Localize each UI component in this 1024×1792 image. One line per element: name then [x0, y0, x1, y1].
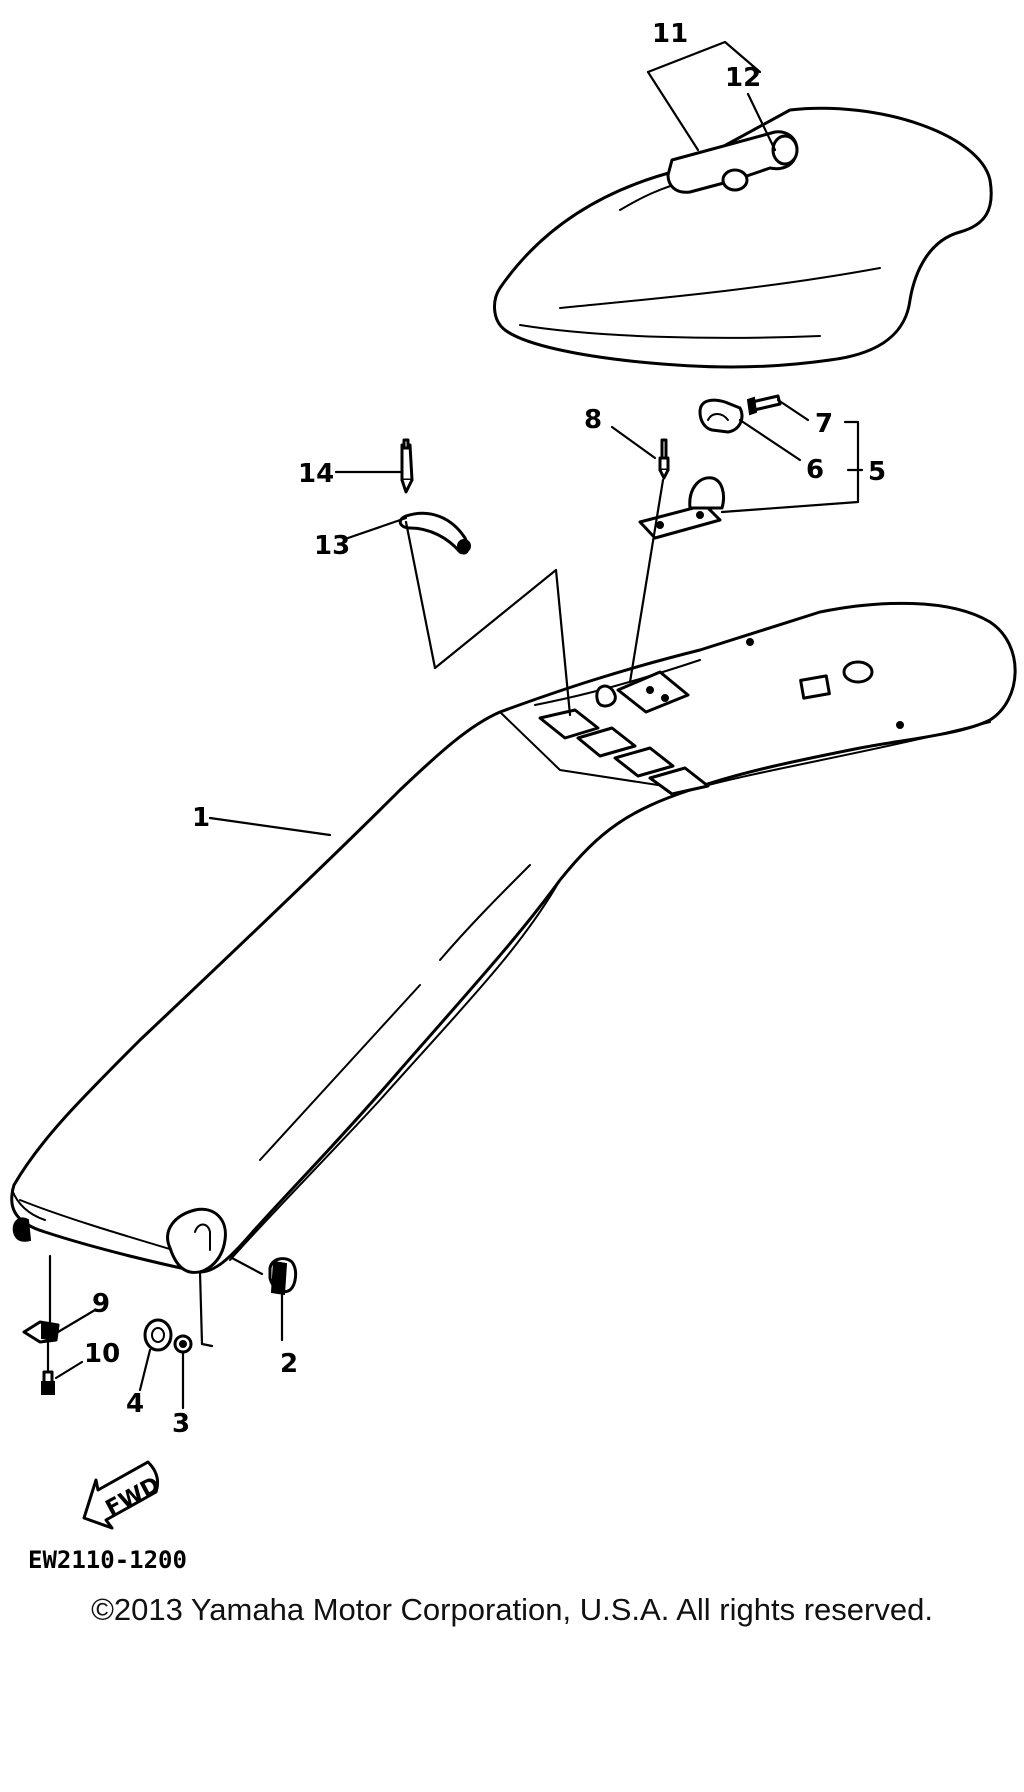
- seat: [493, 106, 993, 369]
- hinge-bolt: [746, 394, 782, 416]
- seat-hinge-cylinder: [666, 130, 799, 194]
- washer-3: [173, 1334, 193, 1354]
- callout-10: 10: [84, 1339, 120, 1369]
- callout-11: 11: [652, 19, 688, 49]
- callout-1: 1: [192, 803, 210, 833]
- callout-6: 6: [806, 455, 824, 485]
- callout-13: 13: [314, 531, 350, 561]
- pin-8: [658, 438, 670, 480]
- grommet-4: [143, 1318, 173, 1352]
- hull-deck: [10, 601, 1017, 1274]
- bolt-2: [268, 1257, 298, 1296]
- clip-9: [22, 1320, 60, 1344]
- callout-2: 2: [280, 1349, 298, 1379]
- hinge-bracket: [638, 476, 726, 540]
- callout-7: 7: [815, 409, 833, 439]
- callout-12: 12: [725, 63, 761, 93]
- strap-13: [398, 511, 471, 555]
- hinge-clip: [698, 398, 744, 434]
- diagram-code: EW2110-1200: [28, 1546, 187, 1574]
- callout-4: 4: [126, 1389, 144, 1419]
- copyright-notice: ©2013 Yamaha Motor Corporation, U.S.A. A…: [91, 1592, 933, 1627]
- callout-9: 9: [92, 1289, 110, 1319]
- callout-5: 5: [868, 457, 886, 487]
- callout-14: 14: [298, 459, 334, 489]
- leader-lines: [46, 40, 864, 1410]
- callout-labels: 1 2 3 4 5 6 7 8 9 10 11 12 13 14: [84, 19, 886, 1439]
- fwd-arrow: FWD: [82, 1460, 164, 1530]
- callout-3: 3: [172, 1409, 190, 1439]
- screw-10: [41, 1370, 55, 1395]
- callout-8: 8: [584, 405, 602, 435]
- pin-14: [400, 438, 414, 494]
